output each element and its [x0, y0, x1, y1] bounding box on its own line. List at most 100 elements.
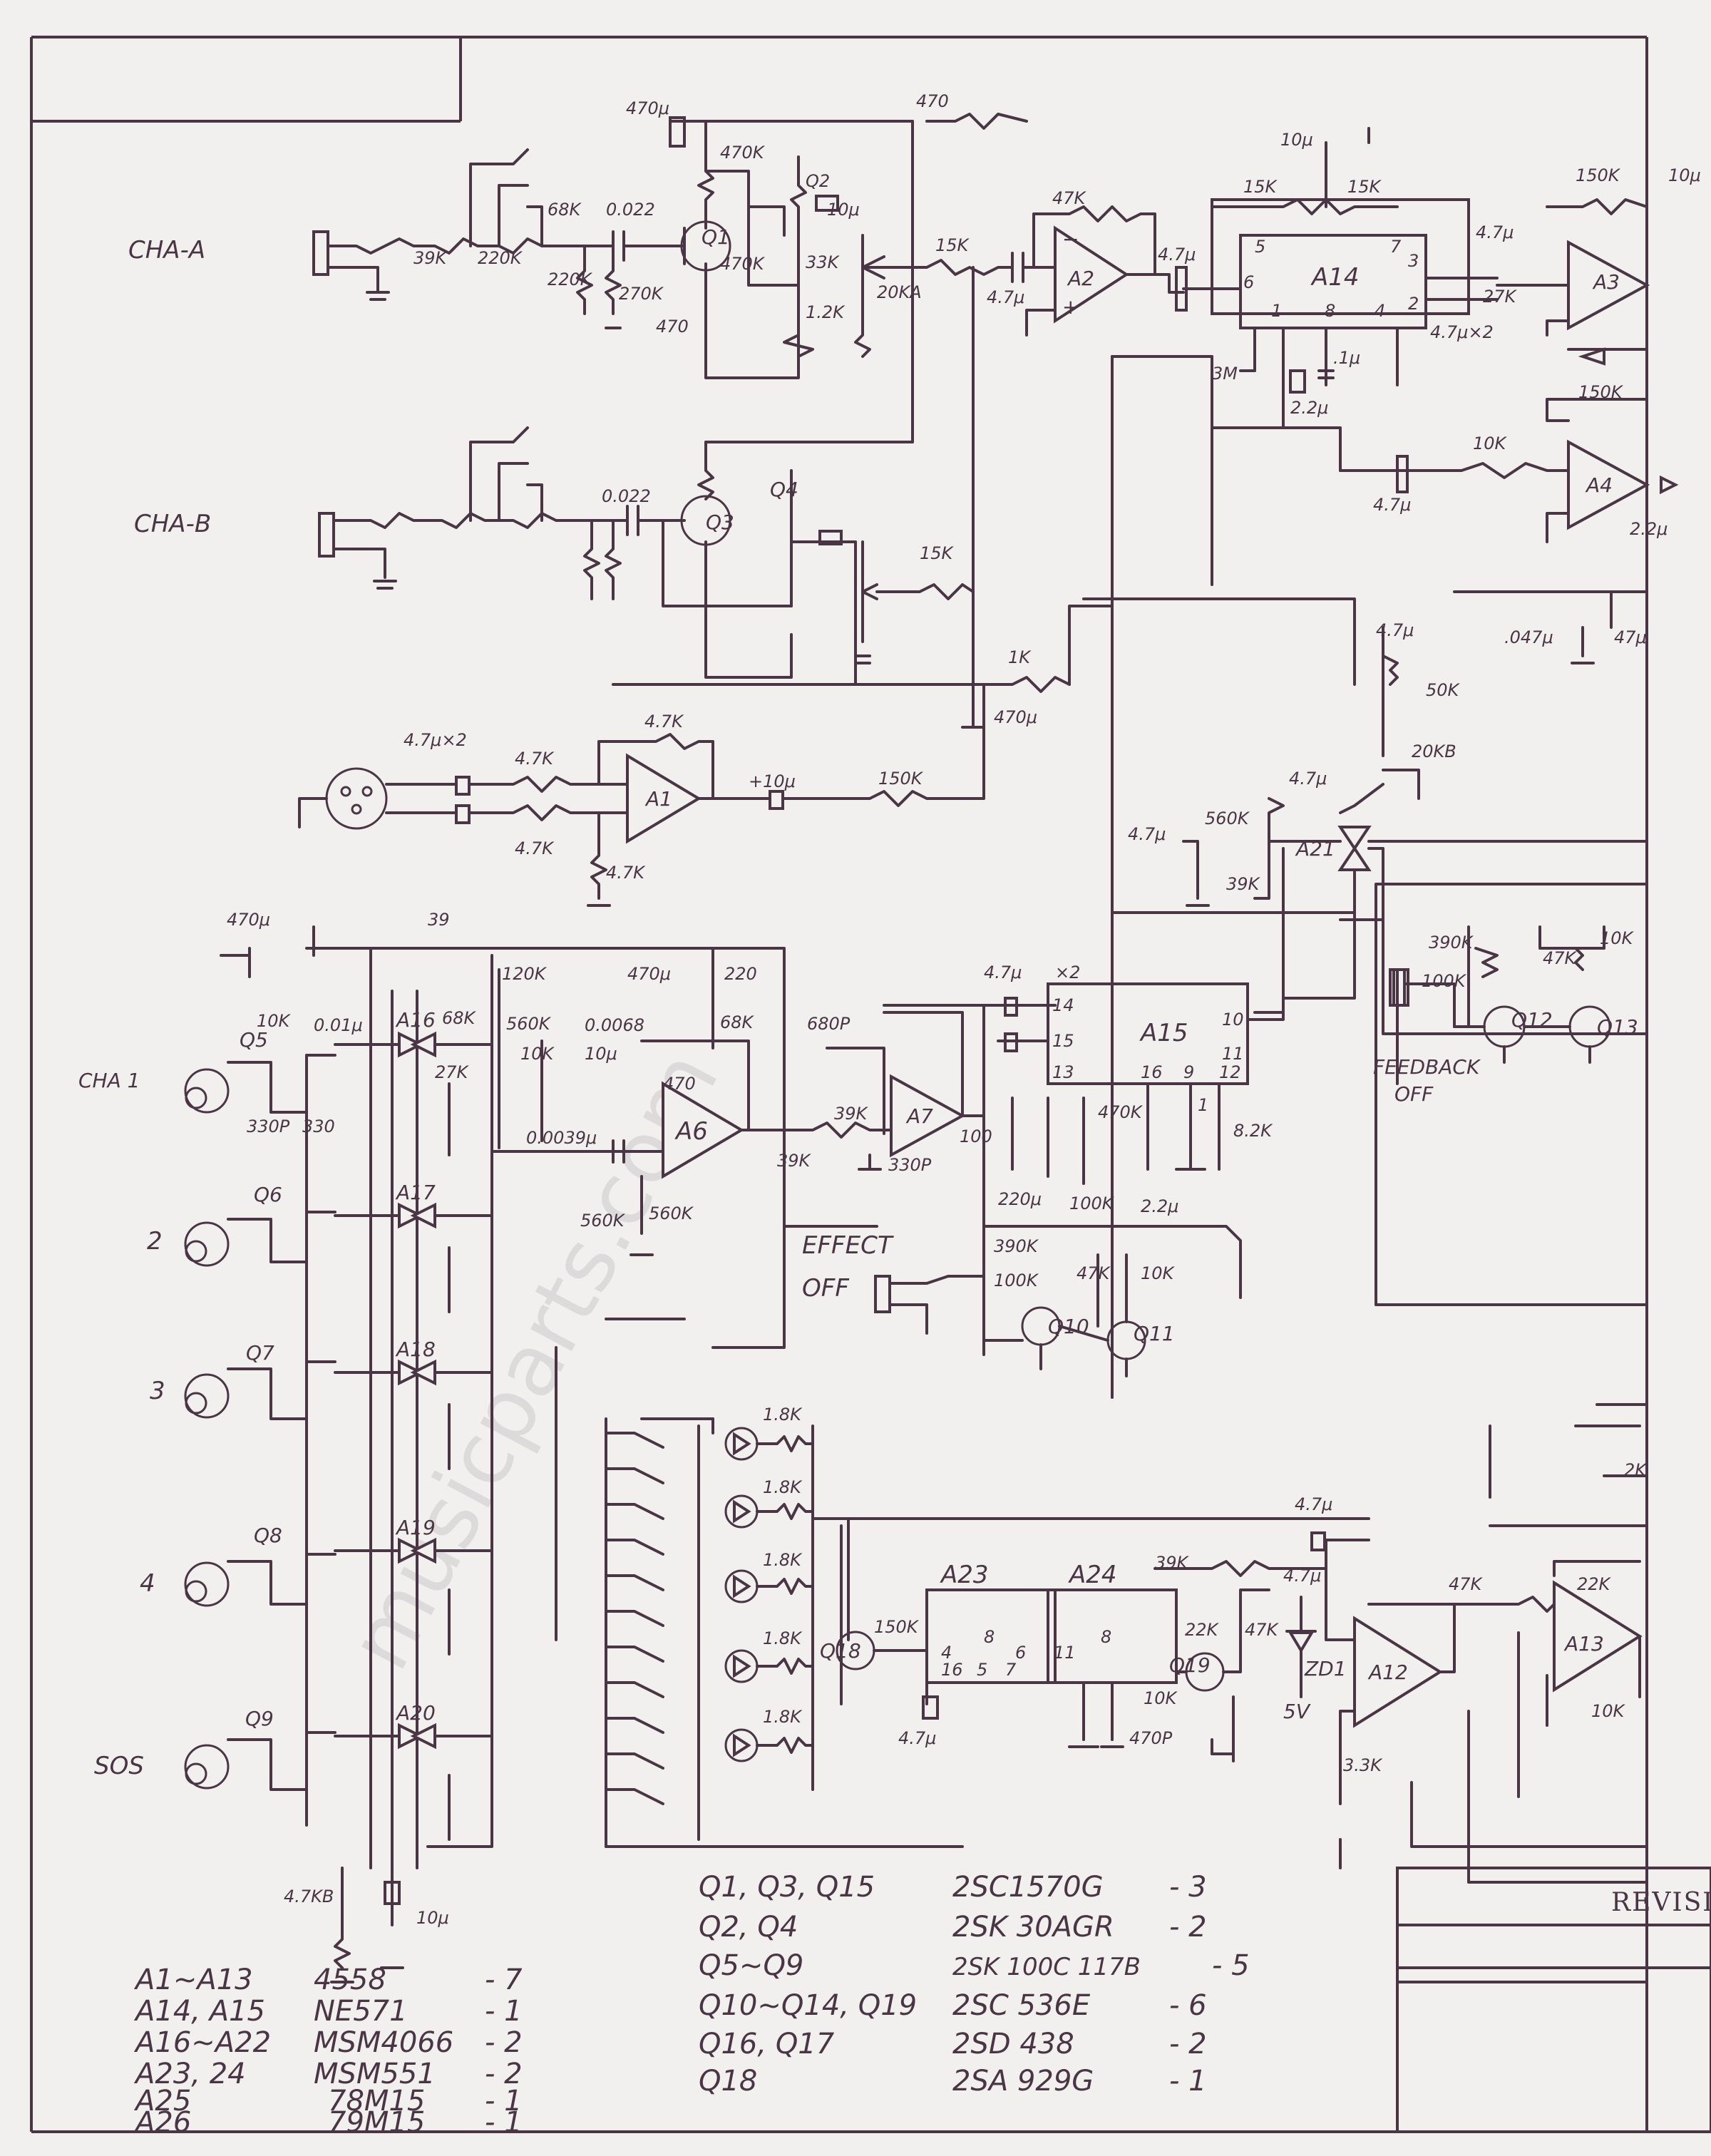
svg-text:1.8K: 1.8K	[763, 1550, 803, 1570]
svg-text:A2: A2	[1067, 267, 1094, 290]
svg-text:39K: 39K	[834, 1104, 869, 1124]
cha-b-preamp	[318, 426, 1114, 729]
a15-compander: A15	[997, 847, 1285, 1185]
svg-text:4.7μ: 4.7μ	[1476, 222, 1514, 242]
svg-text:1.8K: 1.8K	[763, 1628, 803, 1648]
svg-text:MSM551: MSM551	[314, 2058, 436, 2090]
svg-text:330: 330	[302, 1116, 335, 1136]
svg-text:100K: 100K	[994, 1270, 1039, 1290]
svg-text:150K: 150K	[878, 769, 924, 789]
svg-text:16: 16	[1141, 1062, 1163, 1082]
svg-text:A26: A26	[133, 2106, 191, 2139]
svg-text:- 7: - 7	[485, 1963, 523, 1996]
svg-text:0.022: 0.022	[606, 200, 655, 220]
svg-text:120K: 120K	[502, 964, 548, 984]
cha-a-label: CHA-A	[128, 236, 205, 265]
svg-text:4.7K: 4.7K	[515, 838, 555, 858]
svg-text:Q1, Q3, Q15: Q1, Q3, Q15	[699, 1871, 875, 1904]
svg-text:- 1: - 1	[1169, 2065, 1207, 2098]
svg-text:A12: A12	[1367, 1660, 1408, 1684]
svg-text:47μ: 47μ	[1614, 627, 1647, 647]
svg-text:- 1: - 1	[485, 1995, 523, 2028]
svg-text:×2: ×2	[1055, 962, 1080, 982]
svg-text:2.2μ: 2.2μ	[1290, 398, 1328, 418]
svg-text:8: 8	[984, 1627, 995, 1647]
sos-jack	[184, 1744, 230, 1790]
ic-labels-misc: A7	[923, 1107, 950, 1130]
svg-text:15K: 15K	[920, 543, 955, 563]
svg-text:20KA: 20KA	[877, 282, 922, 302]
svg-text:4.7μ: 4.7μ	[984, 962, 1022, 982]
svg-text:10K: 10K	[1141, 1263, 1176, 1283]
svg-text:2SD 438: 2SD 438	[952, 2028, 1074, 2060]
svg-text:- 2: - 2	[485, 2026, 523, 2059]
svg-text:8.2K: 8.2K	[1233, 1121, 1273, 1141]
svg-text:8: 8	[1101, 1627, 1111, 1647]
svg-text:A18: A18	[395, 1338, 436, 1361]
svg-text:4.7μ: 4.7μ	[898, 1728, 936, 1748]
svg-text:4.7μ×2: 4.7μ×2	[1430, 322, 1494, 342]
svg-text:+10μ: +10μ	[749, 771, 796, 791]
svg-text:220K: 220K	[548, 270, 593, 289]
svg-text:10μ: 10μ	[1668, 165, 1701, 185]
svg-text:1: 1	[1198, 1095, 1208, 1115]
svg-text:Q10~Q14, Q19: Q10~Q14, Q19	[699, 1989, 917, 2022]
svg-text:680P: 680P	[807, 1014, 851, 1034]
sos-label: SOS	[94, 1752, 144, 1780]
svg-text:Q9: Q9	[245, 1707, 274, 1730]
svg-text:78M15: 78M15	[328, 2085, 425, 2118]
svg-text:A25: A25	[133, 2085, 191, 2118]
svg-text:220K: 220K	[478, 248, 523, 268]
svg-text:10K: 10K	[1144, 1688, 1178, 1708]
svg-text:MSM4066: MSM4066	[314, 2026, 453, 2059]
channel-inputs	[184, 925, 786, 1869]
svg-text:A6: A6	[674, 1117, 708, 1146]
svg-text:- 2: - 2	[1169, 1911, 1207, 1944]
svg-text:1.2K: 1.2K	[806, 302, 846, 322]
svg-text:47K: 47K	[1543, 948, 1578, 968]
svg-text:2SC 536E: 2SC 536E	[952, 1989, 1091, 2022]
ch4-jack	[184, 1561, 230, 1607]
svg-text:2SK 100C 117B: 2SK 100C 117B	[952, 1953, 1141, 1981]
led-3	[724, 1569, 759, 1603]
svg-text:1.8K: 1.8K	[763, 1405, 803, 1424]
svg-text:0.01μ: 0.01μ	[314, 1015, 363, 1035]
svg-text:47K: 47K	[1052, 188, 1087, 208]
svg-text:1.8K: 1.8K	[763, 1707, 803, 1727]
svg-text:10K: 10K	[257, 1011, 292, 1031]
a13-opamp: A13	[1396, 1403, 1648, 1983]
svg-text:22K: 22K	[1185, 1620, 1220, 1640]
svg-text:A21: A21	[1295, 837, 1335, 861]
ic-parts-list: A1~A13 4558 - 7 A14, A15 NE571 - 1 A16~A…	[133, 1963, 523, 2139]
svg-text:A16: A16	[395, 1008, 436, 1032]
svg-text:6: 6	[1243, 272, 1254, 292]
svg-text:39K: 39K	[777, 1151, 812, 1171]
svg-text:470μ: 470μ	[627, 964, 671, 984]
svg-text:A4: A4	[1585, 473, 1613, 497]
svg-text:27K: 27K	[435, 1062, 470, 1082]
svg-text:4.7μ×2: 4.7μ×2	[404, 730, 467, 750]
svg-text:470μ: 470μ	[227, 910, 270, 930]
svg-text:79M15: 79M15	[328, 2106, 425, 2139]
svg-text:- 5: - 5	[1212, 1949, 1250, 1982]
svg-text:27K: 27K	[1483, 287, 1518, 307]
svg-text:6: 6	[1015, 1643, 1026, 1663]
svg-text:4.7μ: 4.7μ	[1289, 769, 1327, 789]
svg-text:50K: 50K	[1426, 680, 1461, 700]
svg-text:Q8: Q8	[254, 1524, 282, 1547]
svg-text:A20: A20	[395, 1701, 436, 1725]
svg-text:.1μ: .1μ	[1333, 348, 1360, 368]
svg-text:Q18: Q18	[699, 2065, 757, 2098]
svg-text:Q2, Q4: Q2, Q4	[699, 1911, 798, 1944]
svg-text:470μ: 470μ	[626, 98, 669, 118]
svg-text:68K: 68K	[548, 200, 582, 220]
svg-text:10μ: 10μ	[827, 200, 860, 220]
svg-text:Q1: Q1	[702, 225, 730, 249]
svg-text:Q7: Q7	[246, 1341, 274, 1365]
svg-text:A1: A1	[644, 787, 672, 811]
feedback-off-label: OFF	[1394, 1082, 1434, 1106]
svg-text:390K: 390K	[994, 1236, 1039, 1256]
svg-text:A14, A15: A14, A15	[133, 1995, 265, 2028]
svg-text:Q19: Q19	[1169, 1653, 1211, 1677]
svg-text:Q4: Q4	[770, 478, 798, 501]
